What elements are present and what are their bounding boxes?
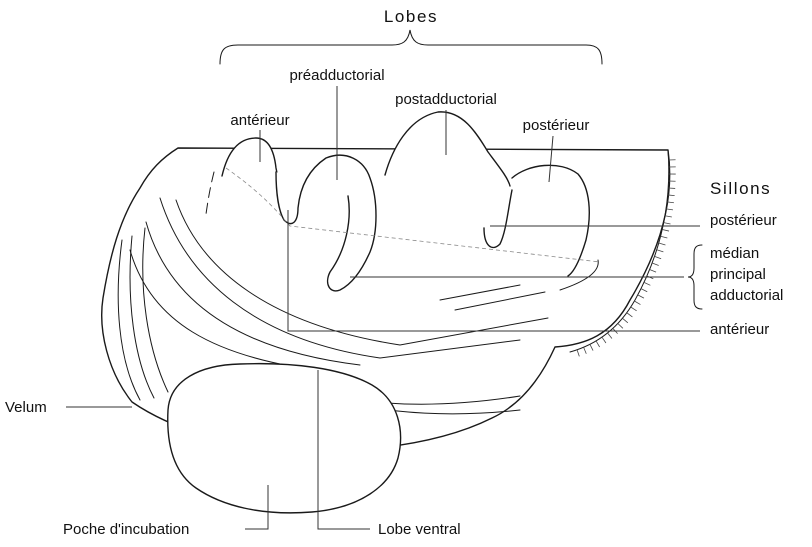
sillons-heading: Sillons (710, 179, 771, 198)
hatch-mark (641, 289, 647, 292)
hatch-mark (657, 250, 664, 252)
hatch-mark (666, 209, 673, 210)
hatch-mark (596, 341, 600, 347)
label-ventral-lobe: Lobe ventral (378, 521, 461, 538)
hatch-mark (608, 333, 612, 338)
hatch-mark (602, 337, 606, 343)
hatch-mark (590, 344, 593, 350)
hatch-mark (622, 318, 627, 322)
hatch-mark (662, 229, 669, 231)
label-sillon-posterior: postérieur (710, 212, 777, 229)
hatch-mark (664, 223, 671, 224)
hatch-mark (659, 243, 666, 245)
label-sillon-anterior: antérieur (710, 321, 769, 338)
label-velum: Velum (5, 399, 47, 416)
label-sillon-adductorial: adductorial (710, 287, 783, 304)
hatch-mark (618, 324, 623, 329)
label-lobe-postadductorial: postadductorial (395, 91, 497, 108)
label-sillon-principal: principal (710, 266, 766, 283)
sillons-brace (688, 245, 702, 309)
hatch-mark (665, 216, 672, 217)
hatch-mark (644, 282, 650, 285)
lobes-bracket (220, 30, 602, 64)
hatch-mark (650, 270, 656, 273)
hatch-mark (661, 236, 668, 238)
label-brood-pouch: Poche d'incubation (63, 521, 189, 538)
hatch-mark (627, 313, 633, 317)
label-lobe-anterior: antérieur (230, 112, 289, 129)
hatch-mark (655, 256, 662, 258)
brood-pouch-shape (168, 364, 401, 513)
label-lobe-posterior: postérieur (523, 117, 590, 134)
hatch-mark (652, 263, 659, 265)
label-sillon-median: médian (710, 245, 759, 262)
hatch-mark (631, 307, 637, 311)
hatch-mark (577, 350, 579, 357)
lobe-anterior-shape (222, 138, 278, 178)
label-lobe-preadductorial: préadductorial (289, 67, 384, 84)
hatch-mark (638, 295, 644, 298)
hatch-mark (634, 301, 640, 305)
hatch-mark (584, 347, 587, 353)
lobes-heading: Lobes (384, 7, 438, 26)
